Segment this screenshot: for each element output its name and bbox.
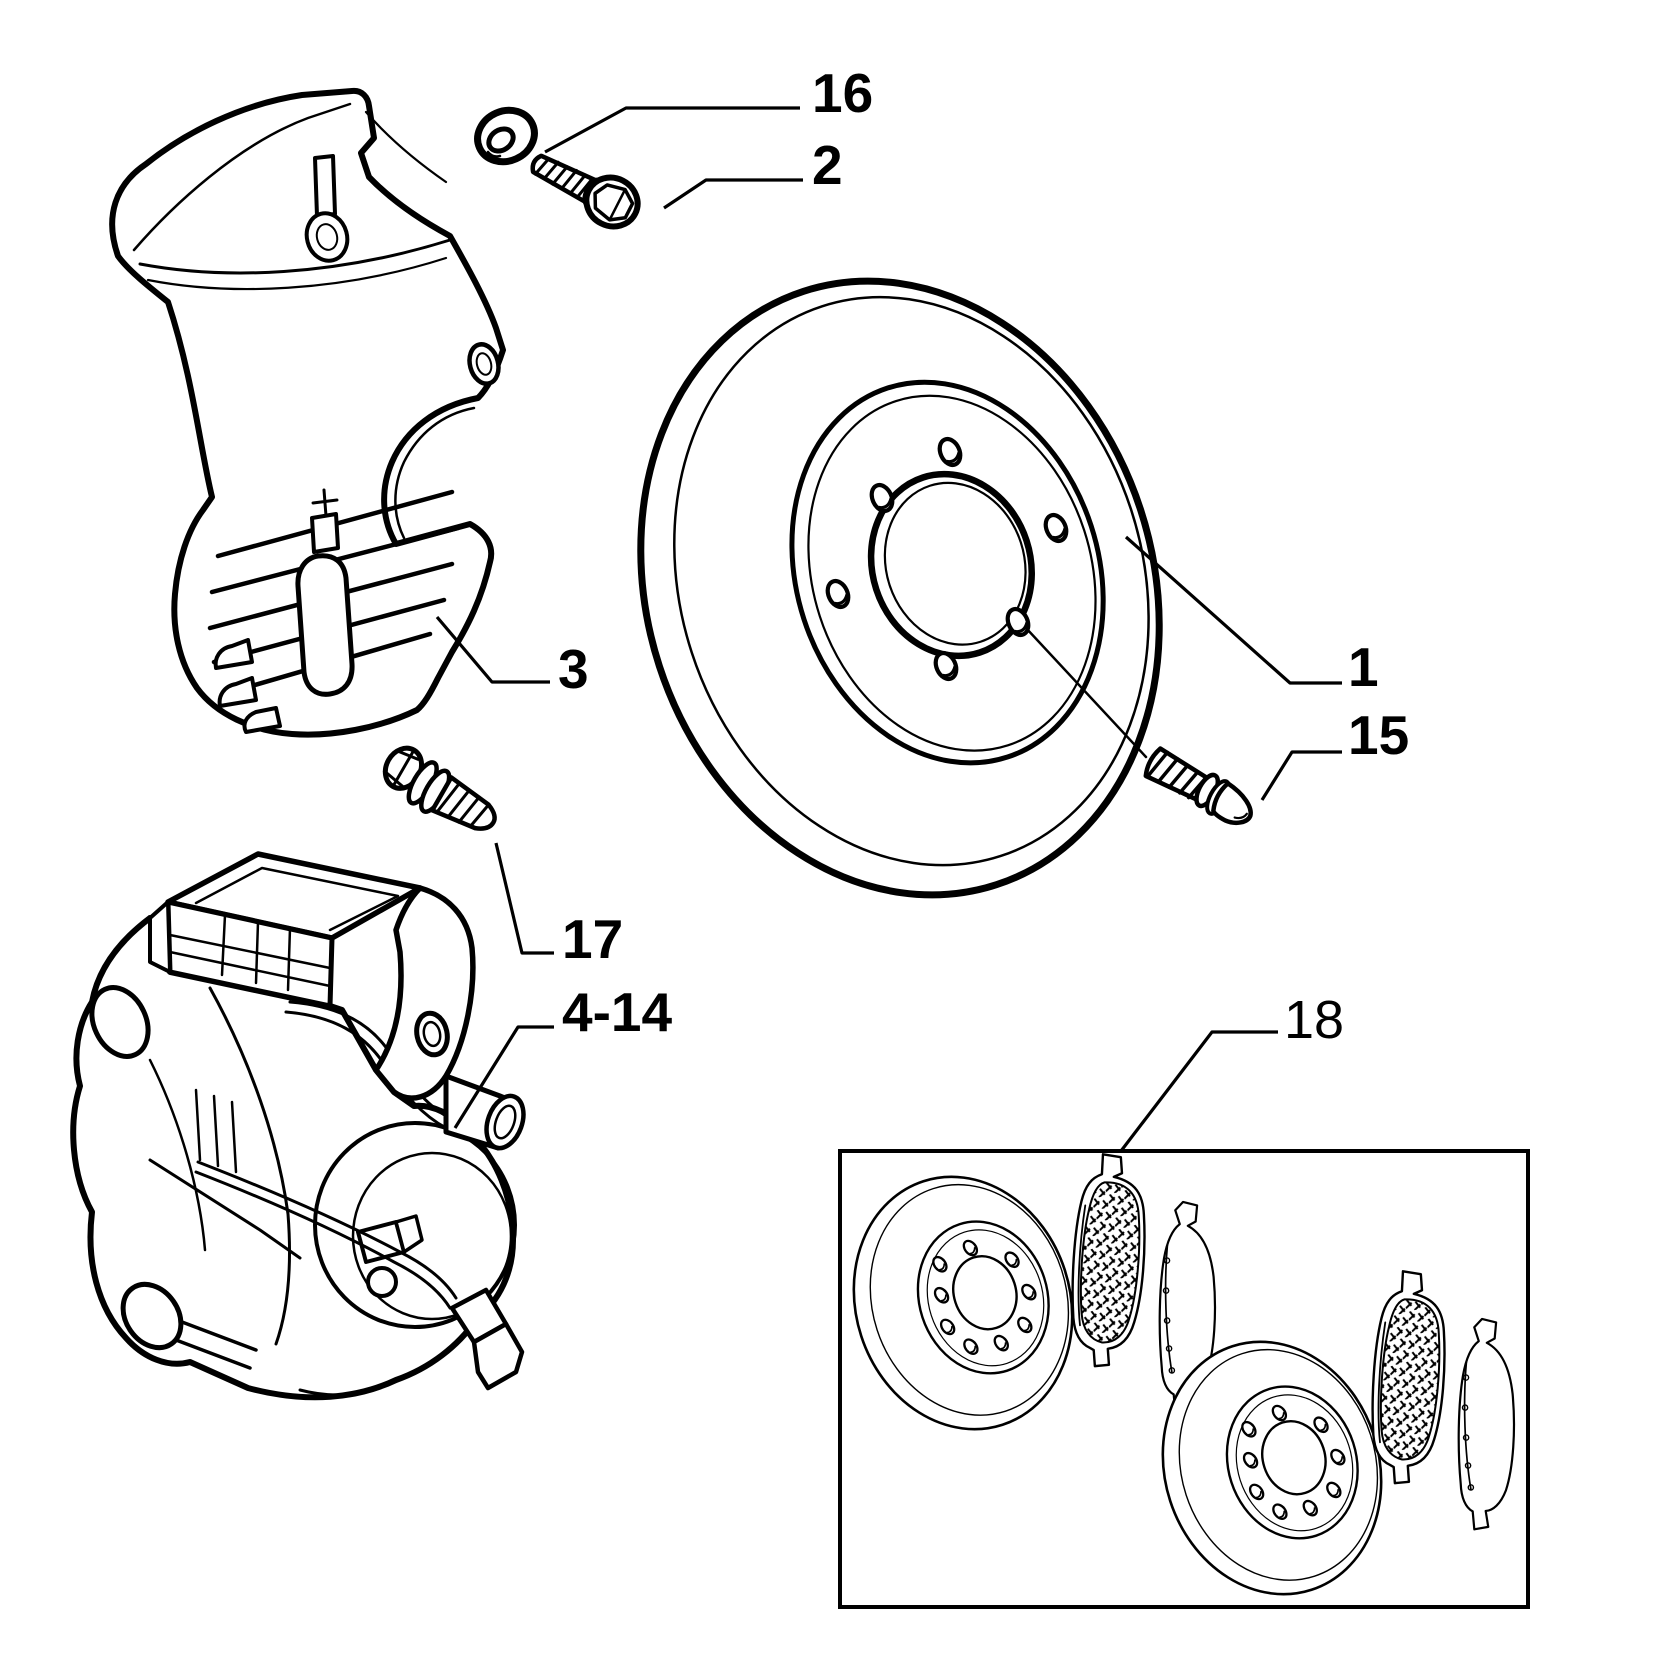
- leader-16: [544, 106, 800, 154]
- guide-pin-bolt: [382, 745, 497, 831]
- leader-4-14: [453, 1025, 554, 1129]
- shield-bolt: [530, 153, 641, 230]
- callout-15: 15: [1348, 704, 1409, 766]
- callout-18: 18: [1284, 990, 1344, 1050]
- leader-17: [494, 842, 554, 955]
- shield-bolt-hole: [467, 342, 501, 386]
- callout-1: 1: [1348, 636, 1379, 698]
- leader-1: [1124, 535, 1342, 685]
- brake-pads-kit-inset: [822, 1148, 1530, 1623]
- callout-17: 17: [562, 908, 623, 970]
- washer: [474, 106, 538, 166]
- caliper-mount-hole: [414, 1010, 450, 1058]
- shield-slot: [313, 154, 337, 218]
- callout-2: 2: [812, 134, 843, 196]
- wheel-stud: [1024, 626, 1253, 826]
- callout-16: 16: [812, 62, 873, 124]
- leader-3: [435, 615, 550, 684]
- leader-15: [1260, 750, 1342, 801]
- splash-shield: [109, 87, 506, 738]
- leader-2: [663, 178, 803, 210]
- callout-4-14: 4-14: [562, 981, 672, 1043]
- leader-18: [1119, 1030, 1278, 1152]
- callout-3: 3: [558, 638, 589, 700]
- disc-center-bore: [867, 470, 1035, 660]
- brake-caliper: [70, 851, 526, 1401]
- brake-disc: [637, 277, 1163, 899]
